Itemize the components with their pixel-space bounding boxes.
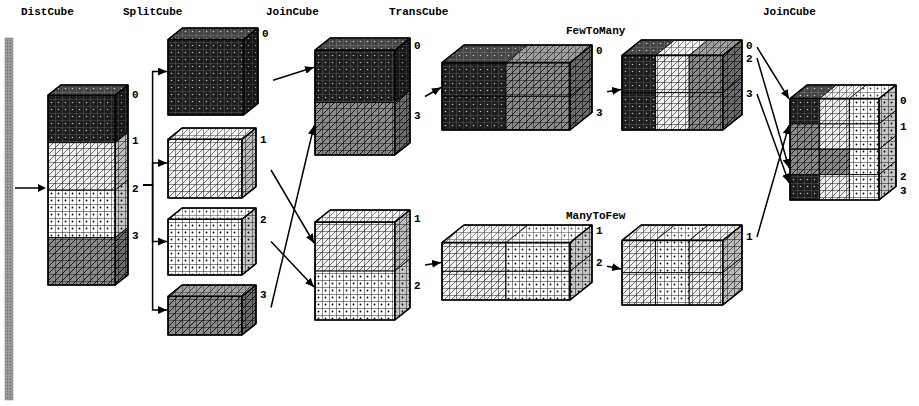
callout-number: 2 [900,171,907,183]
flow-arrow [607,266,621,269]
callout-number: 0 [596,45,603,57]
input-arrow [15,187,40,189]
data-cube [168,208,256,275]
cube-node: 0 1 2 3 [48,85,141,285]
cube-node: 1 [168,128,269,198]
cube-node: 03 [315,38,423,155]
stage-label: SplitCube [122,6,183,19]
flow-arrow [143,163,167,185]
data-cube [442,225,592,300]
callout-number: 3 [746,88,753,100]
callout-number: 0 [262,28,269,40]
flow-arrow [143,72,167,186]
callout-number: 3 [260,289,267,301]
stage-label: JoinCube [762,6,817,19]
cube-node: 03 [442,45,605,130]
cube-node: 0 1 2 3 [790,85,909,200]
cube-node: 02 3 [622,40,755,130]
flow-arrow [757,94,789,183]
stage-label: JoinCube [265,6,320,19]
cube-node: 12 [442,225,605,300]
flow-arrow [425,88,441,97]
cube-node: 12 [315,210,423,320]
callout-number: 3 [900,185,907,197]
flow-arrow [271,170,314,243]
flow-arrow [143,185,167,242]
stage-label: ManyToFew [565,210,626,223]
callout-number: 1 [132,135,139,147]
callout-number: 1 [900,121,907,133]
callout-number: 3 [596,107,603,119]
stage-label: TransCube [388,6,449,19]
cube-node: 2 [168,208,269,275]
callout-number: 1 [414,213,421,225]
callout-number: 0 [414,40,421,52]
callout-number: 2 [746,53,753,65]
cube-node: 0 [168,28,271,115]
flow-arrow [425,263,441,266]
callout-number: 2 [596,257,603,269]
flow-arrow [271,126,314,308]
callout-number: 0 [132,89,139,101]
callout-number: 2 [260,214,267,226]
data-cube [168,285,256,335]
data-cube [442,45,592,130]
source-bar [5,38,13,400]
cube-node: 1 [622,225,755,305]
flow-arrow [271,242,314,288]
flow-arrow [607,90,621,92]
flow-arrow [273,67,314,80]
callout-number: 0 [746,40,753,52]
data-cube [168,128,256,198]
flow-arrow [143,185,167,310]
flow-arrow [757,125,789,237]
callout-number: 0 [900,95,907,107]
stage-label: DistCube [20,6,75,19]
data-cube [790,85,896,200]
callout-number: 1 [260,134,267,146]
input-arrowhead [38,184,46,192]
data-cube [168,28,258,115]
callout-number: 1 [746,231,753,243]
data-cube [622,225,742,305]
callout-number: 3 [132,230,139,242]
data-cube [48,85,128,285]
callout-number: 2 [414,280,421,292]
data-cube [622,40,742,130]
flow-arrow [757,58,789,168]
data-cube [315,210,410,320]
callout-number: 3 [414,110,421,122]
cube-node: 3 [168,285,269,335]
stage-label: FewToMany [565,25,626,38]
callout-number: 1 [596,225,603,237]
callout-number: 2 [132,183,139,195]
data-cube [315,38,410,155]
